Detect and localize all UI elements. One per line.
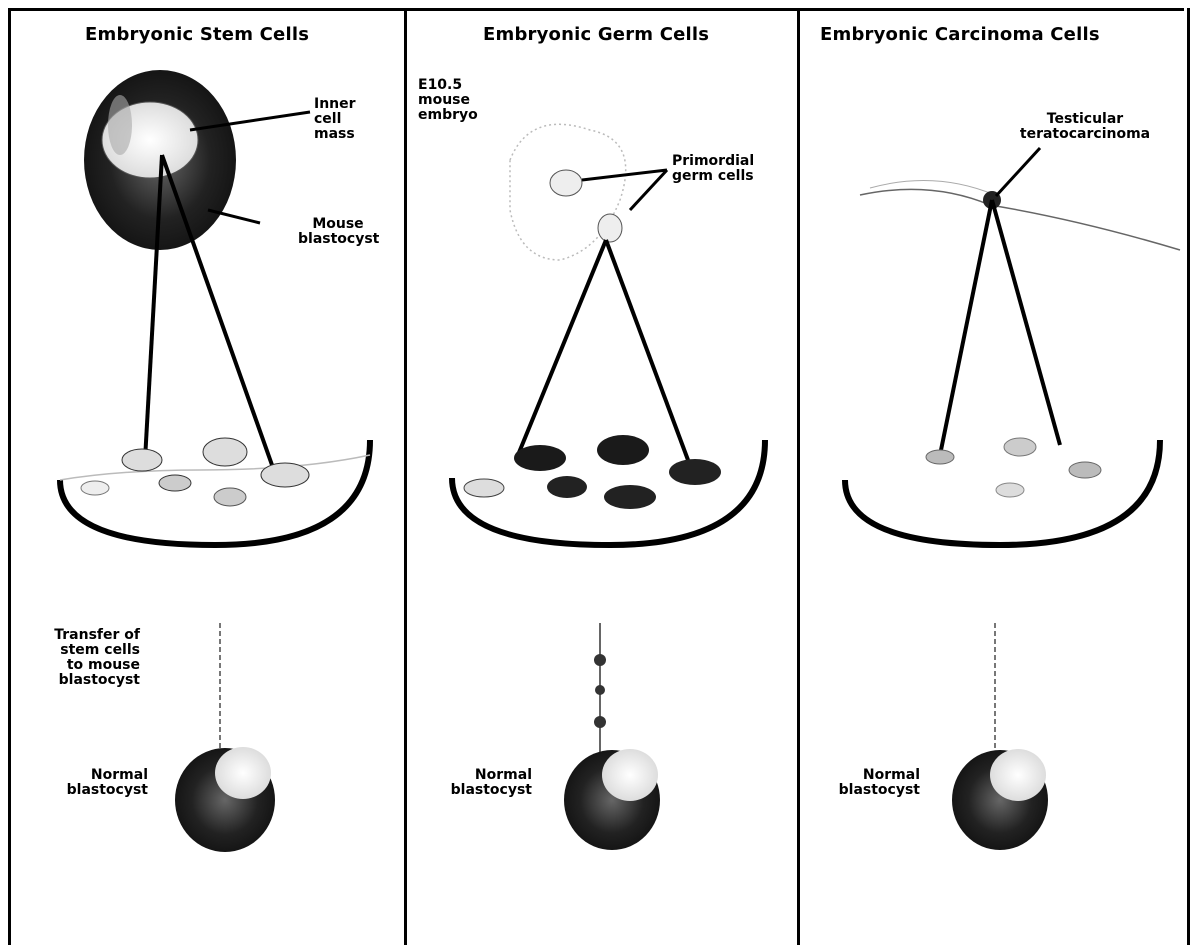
culture-dish-2 — [452, 435, 765, 545]
mouse-embryo — [510, 124, 626, 260]
transfer-line-left-2 — [518, 240, 606, 455]
leader-pgc-1 — [582, 170, 667, 180]
leader-teratocarcinoma — [996, 148, 1040, 196]
normal-blastocyst-3 — [952, 749, 1048, 850]
label-normal-blastocyst-2: Normal blastocyst — [434, 768, 532, 798]
testis — [860, 180, 1180, 250]
panel-1-title: Embryonic Stem Cells — [85, 24, 309, 45]
transfer-line-left-3 — [940, 200, 992, 455]
label-normal-blastocyst-1: Normal blastocyst — [40, 768, 148, 798]
culture-dish-1 — [60, 438, 370, 545]
culture-dish-3 — [845, 438, 1160, 545]
panel-2-title: Embryonic Germ Cells — [483, 24, 709, 45]
label-e10-5-embryo: E10.5 mouse embryo — [418, 78, 478, 123]
leader-pgc-2 — [630, 170, 667, 210]
label-transfer: Transfer of stem cells to mouse blastocy… — [30, 628, 140, 688]
label-mouse-blastocyst: Mouse blastocyst — [298, 217, 378, 247]
normal-blastocyst-2 — [564, 749, 660, 850]
label-inner-cell-mass: Inner cell mass — [314, 97, 356, 142]
label-testicular-teratocarcinoma: Testicular teratocarcinoma — [1005, 112, 1165, 142]
label-primordial-germ-cells: Primordial germ cells — [672, 154, 754, 184]
panel-3-title: Embryonic Carcinoma Cells — [820, 24, 1100, 45]
label-normal-blastocyst-3: Normal blastocyst — [830, 768, 920, 798]
transfer-line-right-2 — [606, 240, 688, 460]
transfer-line-right-3 — [992, 200, 1060, 445]
normal-blastocyst-1 — [175, 747, 275, 852]
